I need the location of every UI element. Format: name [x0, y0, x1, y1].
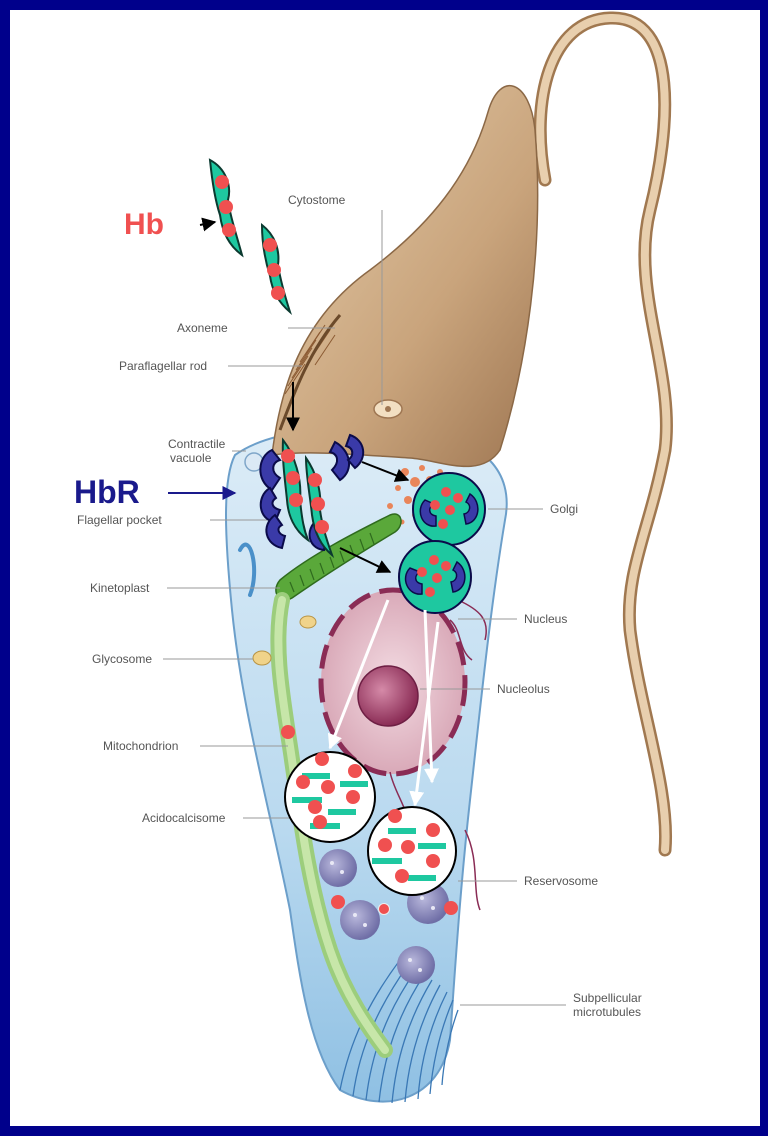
- label-axoneme: Axoneme: [177, 321, 228, 335]
- label-mitochondrion: Mitochondrion: [103, 739, 178, 753]
- nucleolus: [358, 666, 418, 726]
- label-flagellar-pocket: Flagellar pocket: [77, 513, 162, 527]
- label-golgi: Golgi: [550, 502, 578, 516]
- glycosome: [253, 651, 271, 665]
- degradation-vesicle: [368, 807, 456, 895]
- endosome-vesicle: [399, 541, 471, 613]
- hb-molecule: [262, 225, 290, 312]
- label-subpellicular-microtubules: Subpellicular: [573, 991, 642, 1005]
- label-cytostome: Cytostome: [288, 193, 345, 207]
- label-contractile-vacuole-2: vacuole: [170, 451, 211, 465]
- cytostome-cone: [272, 86, 538, 467]
- label-subpellicular-microtubules-2: microtubules: [573, 1005, 641, 1019]
- hb-arrow: [200, 222, 215, 225]
- label-paraflagellar-rod: Paraflagellar rod: [119, 359, 207, 373]
- label-glycosome: Glycosome: [92, 652, 152, 666]
- label-acidocalcisome: Acidocalcisome: [142, 811, 225, 825]
- hb-marker-label: Hb: [124, 208, 164, 242]
- label-kinetoplast: Kinetoplast: [90, 581, 149, 595]
- diagram-canvas: Hb HbR Cytostome Axoneme Paraflagellar r…: [10, 10, 760, 1126]
- hb-molecule: [210, 160, 242, 255]
- label-nucleus: Nucleus: [524, 612, 567, 626]
- degradation-vesicle: [285, 752, 375, 842]
- label-nucleolus: Nucleolus: [497, 682, 550, 696]
- label-contractile-vacuole: Contractile: [168, 437, 225, 451]
- label-reservosome: Reservosome: [524, 874, 598, 888]
- hbr-marker-label: HbR: [74, 474, 140, 511]
- trypanosome-cell-diagram: [10, 10, 760, 1126]
- endosome-vesicle: [413, 473, 485, 545]
